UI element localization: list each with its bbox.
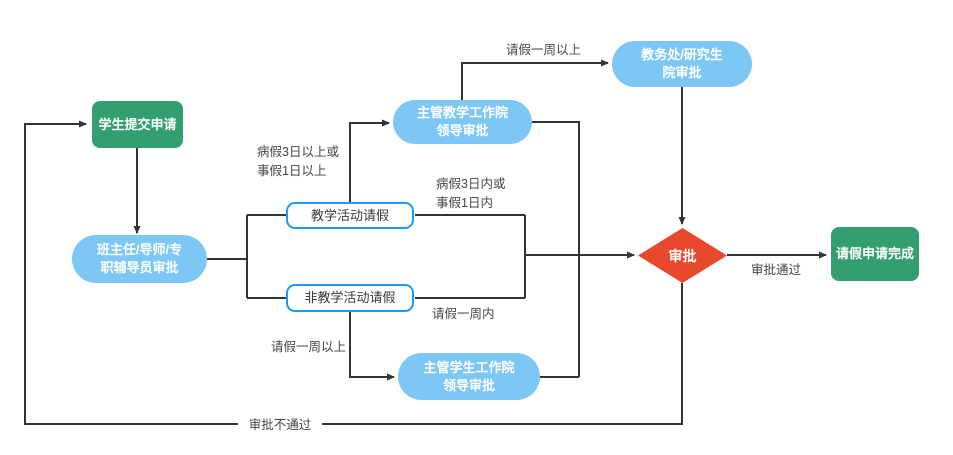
edge-label-over-one-week-top: 请假一周以上 <box>506 43 582 57</box>
node-non-teaching-leave: 非教学活动请假 <box>286 284 414 312</box>
edge-reject-loop <box>24 120 683 425</box>
edge-deans-merge-vertical <box>532 121 580 378</box>
edge-label-rejected: 审批不通过 <box>238 416 322 436</box>
edge-nonteaching-to-student-dean <box>349 312 395 381</box>
node-leave-complete: 请假申请完成 <box>831 227 919 281</box>
edge-teaching-dean-to-academic-office <box>461 59 609 100</box>
edge-leave-boxes-merge <box>415 214 526 299</box>
edge-teaching-to-teaching-dean <box>349 119 390 202</box>
node-advisor-approval: 班主任/导师/专 职辅导员审批 <box>72 235 207 283</box>
edge-label-within-one-week: 请假一周内 <box>432 307 495 321</box>
node-teaching-leave: 教学活动请假 <box>286 202 414 229</box>
edge-advisor-branch <box>207 214 286 299</box>
node-teaching-dean-approval: 主管教学工作院 领导审批 <box>393 100 532 144</box>
edge-label-teaching-short-condition: 病假3日内或 事假1日内 <box>436 177 506 211</box>
node-student-submit: 学生提交申请 <box>92 101 183 148</box>
edge-label-approved: 审批通过 <box>751 263 802 277</box>
node-academic-office-approval: 教务处/研究生 院审批 <box>612 41 752 87</box>
edge-label-over-one-week-bottom: 请假一周以上 <box>271 340 347 354</box>
node-student-dean-approval: 主管学生工作院 领导审批 <box>398 353 540 400</box>
edge-label-teaching-long-condition: 病假3日以上或 事假1日以上 <box>257 145 339 179</box>
